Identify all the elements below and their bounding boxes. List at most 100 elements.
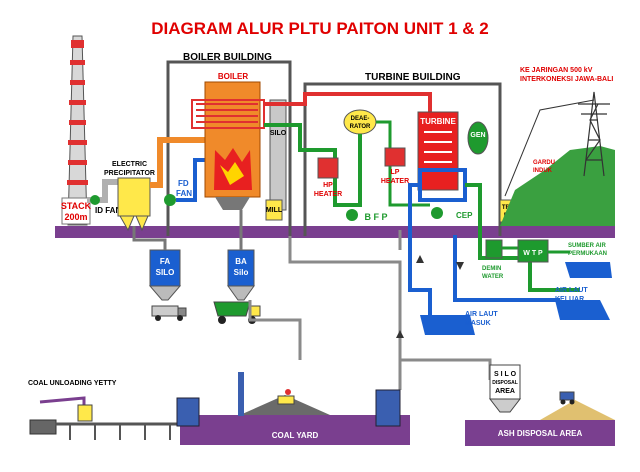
ship [29, 419, 57, 435]
silo-column [269, 99, 287, 211]
fly-ash-line [132, 226, 167, 250]
hp-heater-label-2: HEATER [314, 191, 342, 198]
stacker [238, 372, 244, 416]
cep-icon [431, 207, 443, 219]
cooling-water-in [408, 183, 432, 325]
mill-label: MILL [266, 207, 283, 214]
ash-disposal-ground [465, 420, 615, 446]
ash-conveyor [248, 300, 302, 360]
gardu-label-2: INDUK [533, 168, 553, 174]
fa-silo [149, 249, 181, 287]
air-keluar-label-2: KELUAR [555, 296, 584, 303]
turbine-building-outline [303, 82, 502, 236]
generator-label: GEN [470, 132, 485, 139]
demin-tank [485, 239, 503, 259]
sea-water-return [453, 235, 560, 302]
stack-label: STACK [61, 201, 92, 211]
flue-duct-boiler [150, 137, 205, 188]
fa-silo-label-2: SILO [156, 268, 175, 277]
ba-silo-label-1: BA [235, 257, 247, 266]
wtp-label: W T P [523, 250, 543, 257]
ash-to-disposal [400, 358, 492, 380]
transfer-tower-1 [176, 397, 200, 427]
ash-area-label: ASH DISPOSAL AREA [498, 429, 583, 438]
silo-disposal-label-2: DISPOSAL [492, 380, 518, 386]
surface-water-source [565, 262, 612, 278]
silo-disposal-label-1: S I L O [494, 371, 517, 378]
esp-label-1: ELECTRIC [112, 161, 147, 168]
fd-fan-label-2: FAN [176, 189, 192, 198]
bulldozer [277, 389, 295, 405]
grid-label-1: KE JARINGAN 500 kV [520, 67, 593, 74]
silo-disposal [489, 364, 521, 400]
mill [265, 199, 283, 221]
air-duct [176, 158, 210, 202]
boiler-building-outline [166, 60, 292, 236]
gardu-label-1: GARDU [533, 160, 555, 166]
hill [500, 146, 615, 226]
bfp-icon [346, 209, 358, 221]
transmission-wire [504, 99, 595, 197]
transmission-tower [578, 91, 610, 177]
demin-label-1: DEMIN [482, 266, 501, 272]
fa-silo-cone [148, 285, 182, 301]
id-fan-icon [90, 195, 100, 205]
ba-silo-cone [227, 285, 255, 301]
silo-disposal-cone [488, 398, 522, 413]
fa-silo-label-1: FA [160, 257, 170, 266]
coal-jetty-label: COAL UNLOADING YETTY [28, 380, 117, 387]
diagram-title: DIAGRAM ALUR PLTU PAITON UNIT 1 & 2 [151, 19, 489, 38]
jetty-piles [69, 424, 171, 440]
fd-fan-icon [164, 194, 176, 206]
lp-heater [384, 147, 406, 167]
sumber-label-2: PERMUKAAN [568, 251, 607, 257]
ground-strip [55, 226, 615, 238]
bfp-label: B F P [364, 212, 387, 222]
lp-heater-label-2: HEATER [381, 178, 409, 185]
boiler-label: BOILER [218, 72, 248, 81]
coal-pile [240, 395, 330, 415]
deaerator-label-2: RATOR [350, 124, 371, 130]
electric-precipitator [117, 177, 151, 232]
feedwater-line [264, 123, 362, 207]
lp-heater-label-1: LP [391, 169, 400, 176]
deaerator-label-1: DEAE- [351, 116, 370, 122]
generator [467, 121, 489, 155]
sea-intake [420, 315, 475, 335]
transfer-tower-2 [375, 389, 401, 427]
hp-heater-label-1: HP [323, 182, 333, 189]
stack [61, 35, 91, 226]
turbine-label: TURBINE [420, 117, 456, 126]
truck-bottom-ash [213, 301, 261, 324]
boiler [191, 81, 265, 210]
id-fan-label: ID FAN [95, 206, 121, 215]
stack-height-label: 200m [64, 212, 87, 222]
truck-fly-ash [151, 305, 187, 321]
demin-label-2: WATER [482, 274, 504, 280]
coal-yard-ground [180, 415, 410, 445]
esp-label-2: PRECIPITATOR [104, 170, 155, 177]
ba-silo-label-2: Silo [234, 268, 249, 277]
air-keluar-label-1: AIR LAUT [555, 287, 588, 294]
cooling-water-out [465, 183, 580, 292]
disposal-truck [559, 391, 575, 405]
flow-arrows [396, 255, 464, 338]
grid-label-2: INTERKONEKSI JAWA-BALI [520, 76, 613, 83]
silo-disposal-label-3: AREA [495, 388, 515, 395]
turbine-building-label: TURBINE BUILDING [365, 72, 461, 83]
hp-heater [317, 157, 339, 179]
deaerator [343, 109, 377, 135]
ash-pile [540, 400, 615, 420]
boiler-building-label: BOILER BUILDING [183, 52, 272, 63]
fd-fan-label-1: FD [178, 179, 189, 188]
sumber-label-1: SUMBER AIR [568, 243, 606, 249]
coal-conveyor-line [288, 236, 402, 390]
main-steam-line [264, 92, 432, 112]
silo-column-label: SILO [270, 130, 287, 137]
turbine [417, 111, 459, 191]
cep-label: CEP [456, 211, 473, 220]
air-masuk-label-2: MASUK [465, 320, 491, 327]
coal-yard-label: COAL YARD [272, 431, 319, 440]
